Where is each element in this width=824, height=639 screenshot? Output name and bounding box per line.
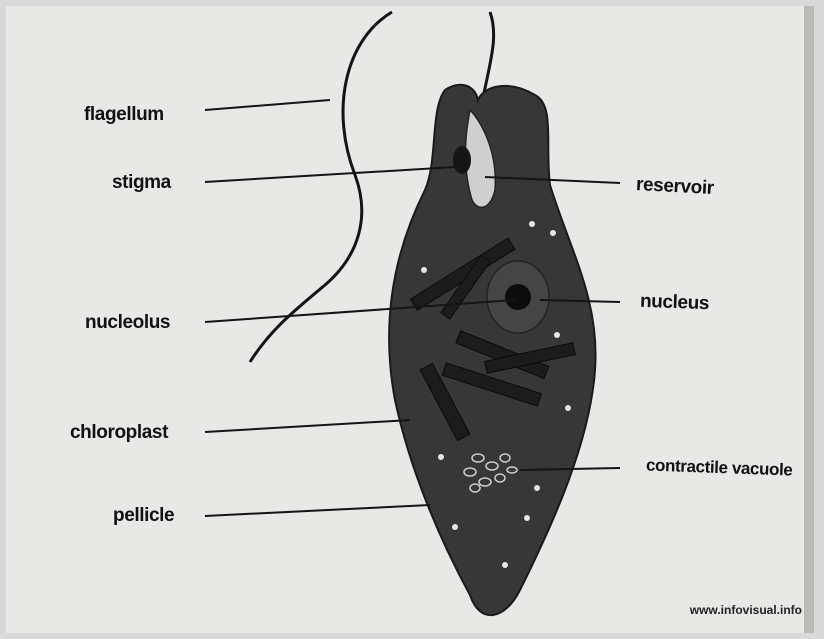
leader-pellicle [205,505,430,516]
credit-text: www.infovisual.info [690,603,802,617]
nucleolus-shape [505,284,531,310]
leader-flagellum [205,100,330,110]
label-stigma: stigma [112,172,171,194]
leader-chloroplast [205,420,410,432]
label-pellicle: pellicle [113,505,174,527]
label-reservoir: reservoir [635,174,714,200]
stigma-shape [453,146,471,174]
label-flagellum: flagellum [84,104,164,126]
leader-stigma [205,167,455,182]
label-chloroplast: chloroplast [70,422,168,444]
label-nucleus: nucleus [640,291,710,315]
label-nucleolus: nucleolus [85,312,170,334]
